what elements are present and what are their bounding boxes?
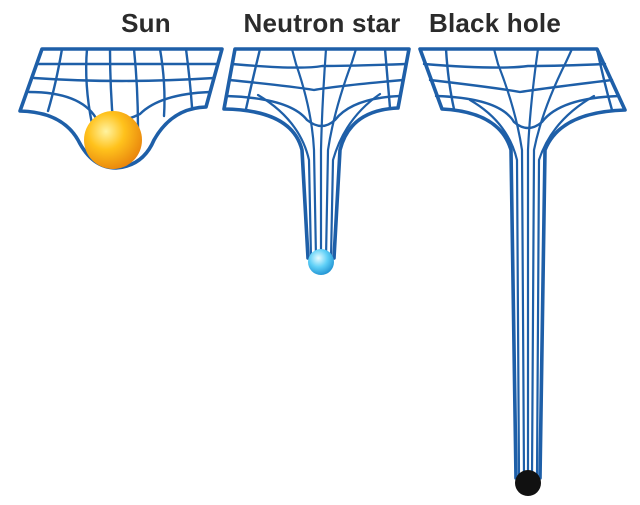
black-hole-label: Black hole (428, 8, 562, 38)
black-hole-sphere (515, 470, 541, 496)
neutron-star-label: Neutron star (243, 8, 401, 38)
neutron-star-sphere (308, 249, 334, 275)
sun-label: Sun (121, 8, 171, 38)
sun-sphere (84, 111, 142, 169)
neutron-star-well (222, 47, 411, 260)
black-hole-well (418, 47, 627, 480)
